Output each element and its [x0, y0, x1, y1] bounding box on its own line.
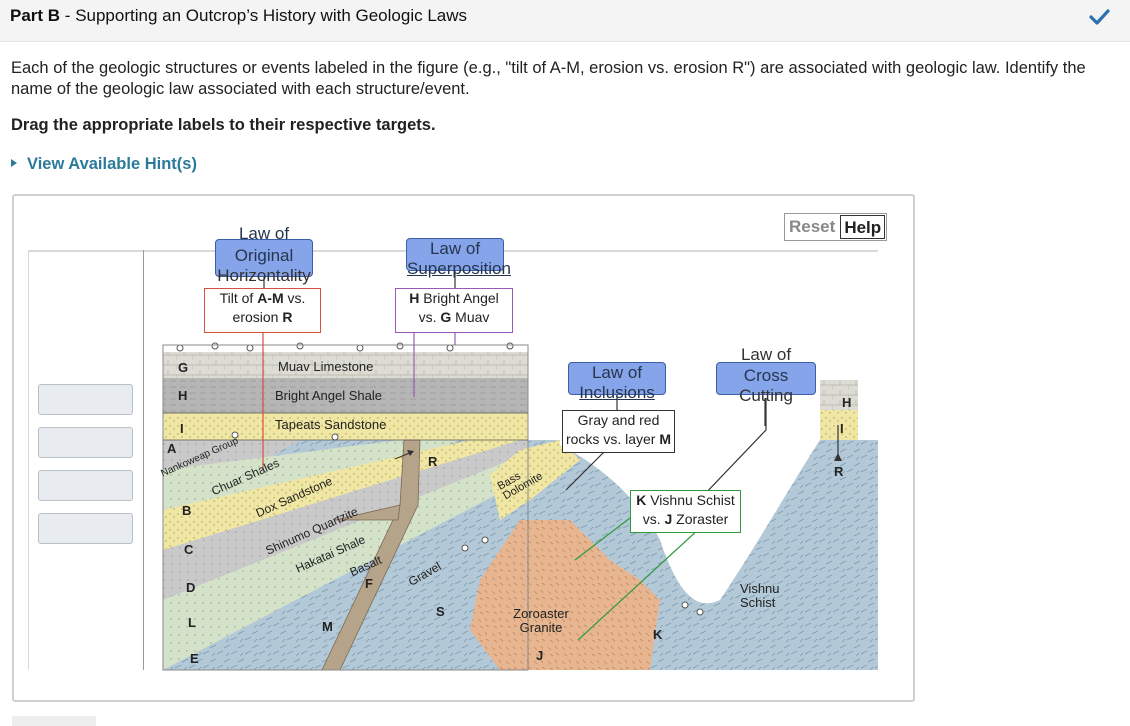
- figure-letter-h-right: H: [842, 395, 852, 410]
- label-law-of-original-horizontality[interactable]: Law of Original Horizontality: [215, 224, 313, 285]
- checkmark-icon: [1089, 9, 1110, 25]
- figure-letter-f: F: [365, 576, 373, 591]
- expand-triangle-icon: [11, 158, 17, 167]
- view-hints-link[interactable]: View Available Hint(s): [11, 155, 197, 174]
- empty-label-slot[interactable]: [38, 470, 133, 501]
- label-law-of-cross-cutting[interactable]: Law of Cross Cutting: [716, 345, 816, 405]
- target-gray-red-rocks[interactable]: Gray and red rocks vs. layer M: [562, 410, 675, 453]
- label-vishnu-schist: Vishnu Schist: [740, 581, 780, 610]
- intro-text: Each of the geologic structures or event…: [11, 59, 1086, 98]
- part-header: Part B - Supporting an Outcrop’s History…: [0, 0, 1130, 42]
- tray-divider-right: [143, 250, 144, 670]
- target-vishnu-vs-zoraster[interactable]: K Vishnu Schist vs. J Zoraster: [630, 490, 741, 533]
- empty-label-slot[interactable]: [38, 427, 133, 458]
- empty-label-slot[interactable]: [38, 513, 133, 544]
- figure-letter-i-right: I: [840, 421, 844, 436]
- empty-label-slot[interactable]: [38, 384, 133, 415]
- figure-letter-r-right: R: [834, 464, 844, 479]
- bottom-link[interactable]: [120, 716, 250, 726]
- figure-letter-c: C: [184, 542, 194, 557]
- target-tilt-vs-erosion[interactable]: Tilt of A-M vs. erosion R: [204, 288, 321, 333]
- figure-letter-g: G: [178, 360, 189, 375]
- figure-letter-b: B: [182, 503, 192, 518]
- reset-help-group: Reset Help: [784, 213, 888, 241]
- part-title: Part B - Supporting an Outcrop’s History…: [10, 6, 468, 25]
- figure-letter-m: M: [322, 619, 333, 634]
- tray-divider-left: [28, 250, 29, 670]
- bottom-tab[interactable]: [12, 716, 96, 726]
- label-law-of-inclusions[interactable]: Law of Inclusions: [568, 362, 666, 402]
- zoroaster-granite-region: [470, 520, 660, 670]
- figure-letter-e: E: [190, 651, 199, 666]
- label-bright-angel-shale: Bright Angel Shale: [275, 388, 382, 403]
- figure-letter-d: D: [186, 580, 196, 595]
- figure-letter-a: A: [167, 441, 177, 456]
- figure-letter-l: L: [188, 615, 196, 630]
- figure-letter-r: R: [428, 454, 438, 469]
- instruction-text: Drag the appropriate labels to their res…: [11, 116, 436, 134]
- reset-button[interactable]: Reset: [789, 217, 836, 236]
- figure-letter-j: J: [536, 648, 544, 663]
- help-button[interactable]: Help: [840, 215, 886, 239]
- figure-letter-h: H: [178, 388, 188, 403]
- label-tapeats-sandstone: Tapeats Sandstone: [275, 417, 387, 432]
- label-zoroaster-granite: Zoroaster Granite: [513, 606, 569, 635]
- figure-letter-s: S: [436, 604, 445, 619]
- label-muav-limestone: Muav Limestone: [278, 359, 374, 374]
- figure-letter-i: I: [180, 421, 184, 436]
- figure-letter-k: K: [653, 627, 663, 642]
- label-law-of-superposition[interactable]: Law of Superposition: [406, 238, 511, 278]
- target-bright-angel-vs-muav[interactable]: H Bright Angel vs. G Muav: [395, 288, 513, 333]
